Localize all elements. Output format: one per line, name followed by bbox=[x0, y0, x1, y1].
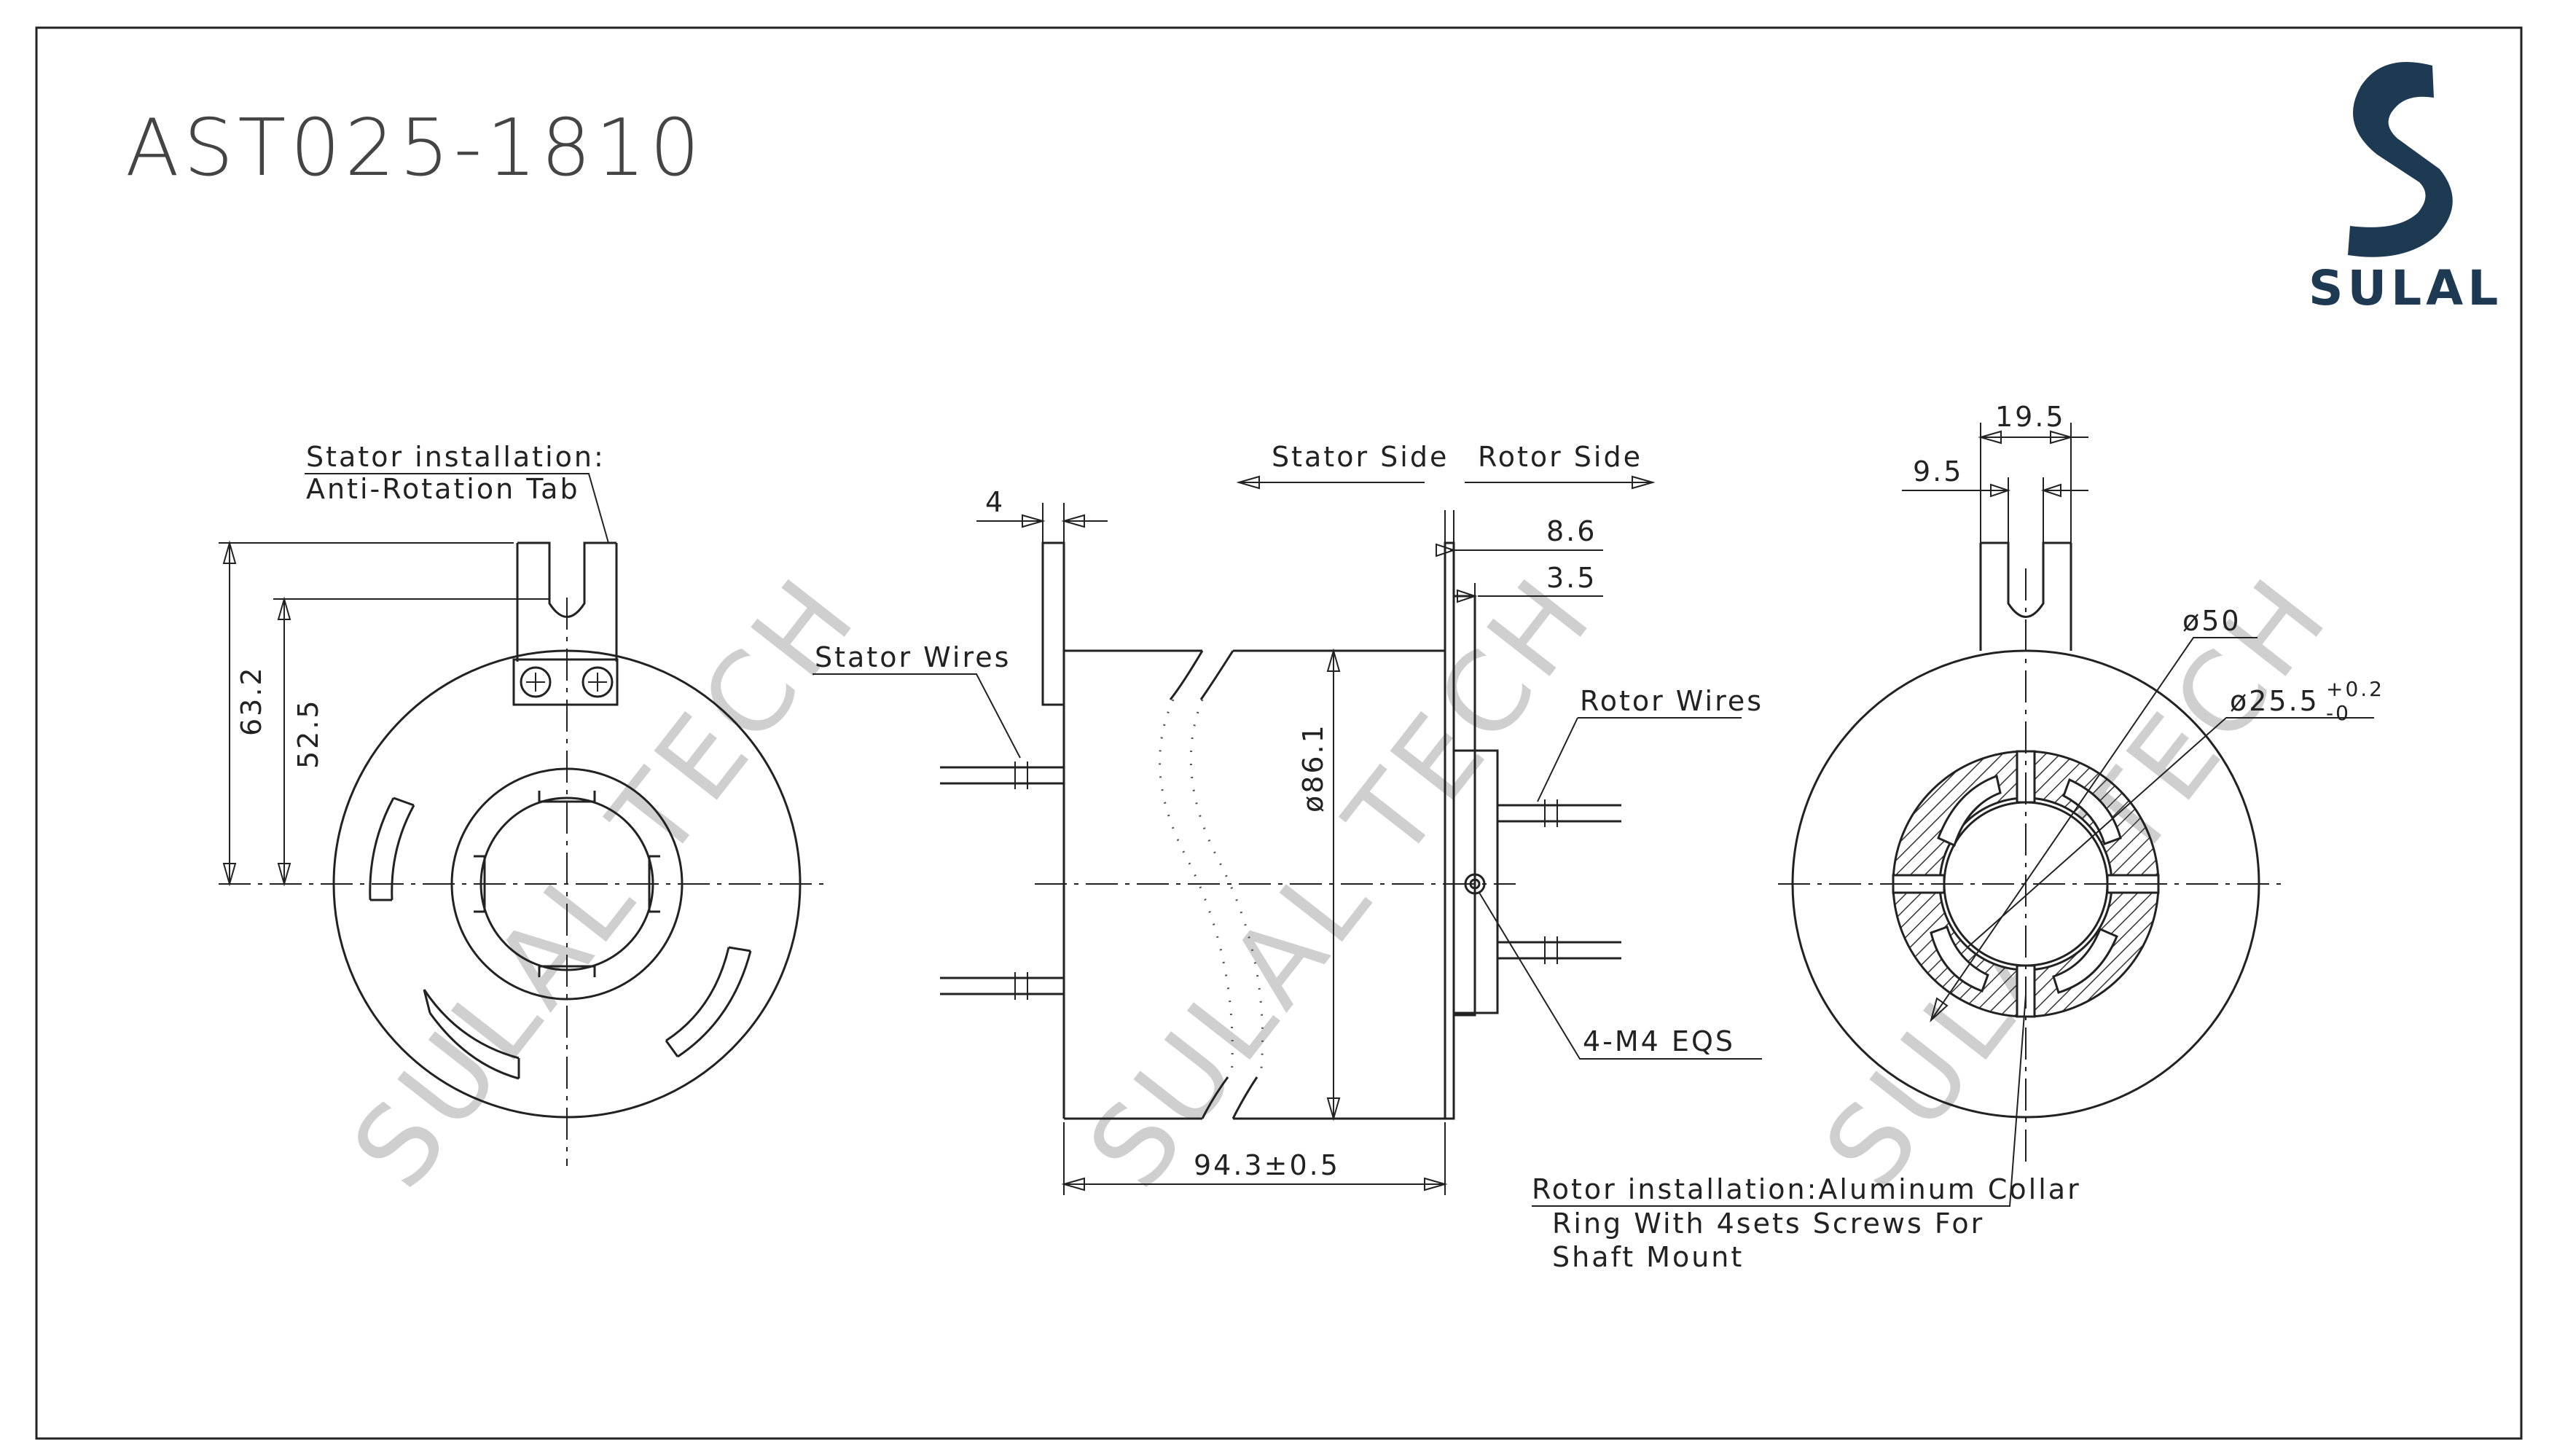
dim-bore-tol-upper: +0.2 bbox=[2326, 677, 2384, 701]
dim-rotor-8-6: 8.6 bbox=[1546, 515, 1597, 547]
label-rotor-install-2: Ring With 4sets Screws For bbox=[1552, 1208, 1984, 1240]
label-rotor-wires: Rotor Wires bbox=[1580, 685, 1763, 717]
dim-body-diameter: ø86.1 bbox=[1297, 723, 1329, 813]
label-rotor-install-3: Shaft Mount bbox=[1552, 1241, 1744, 1273]
dim-height-total: 63.2 bbox=[235, 665, 267, 736]
label-stator-install-1: Stator installation: bbox=[306, 441, 606, 473]
rotor-end-view: 19.5 9.5 ø50 ø25.5 +0.2 -0 Rotor install… bbox=[1532, 401, 2384, 1273]
label-stator-wires: Stator Wires bbox=[815, 641, 1011, 673]
stator-end-view: 63.2 52.5 Stator installation: Anti-Rota… bbox=[219, 441, 827, 1166]
label-stator-install-2: Anti-Rotation Tab bbox=[306, 473, 580, 505]
watermark: SULAL TECH bbox=[329, 553, 882, 1211]
dim-collar-diameter: ø50 bbox=[2182, 605, 2241, 637]
sulal-logo: SULAL bbox=[2309, 61, 2502, 316]
watermark: SULAL TECH bbox=[1065, 553, 1618, 1211]
logo-s-mark bbox=[2348, 61, 2453, 257]
label-rotor-install-1: Rotor installation:Aluminum Collar bbox=[1532, 1173, 2081, 1205]
dim-rotor-3-5: 3.5 bbox=[1546, 562, 1597, 594]
dim-body-length: 94.3±0.5 bbox=[1194, 1149, 1340, 1181]
drawing-title: AST025-1810 bbox=[125, 103, 704, 194]
dim-height-tab: 52.5 bbox=[292, 698, 324, 769]
dim-tab-slot: 9.5 bbox=[1913, 455, 1963, 488]
drawing-border bbox=[35, 26, 2523, 1440]
dim-bore-diameter: ø25.5 bbox=[2230, 685, 2319, 717]
dim-tab-thickness: 4 bbox=[985, 486, 1005, 518]
dim-tab-width: 19.5 bbox=[1995, 401, 2066, 433]
dim-bore-tol-lower: -0 bbox=[2326, 701, 2351, 725]
label-rotor-side: Rotor Side bbox=[1478, 441, 1642, 473]
label-screws: 4-M4 EQS bbox=[1583, 1025, 1735, 1057]
logo-wordmark: SULAL bbox=[2309, 260, 2502, 316]
side-view: 4 ø86.1 94.3±0.5 Stator Side Rotor Side … bbox=[812, 441, 1763, 1195]
label-stator-side: Stator Side bbox=[1272, 441, 1449, 473]
